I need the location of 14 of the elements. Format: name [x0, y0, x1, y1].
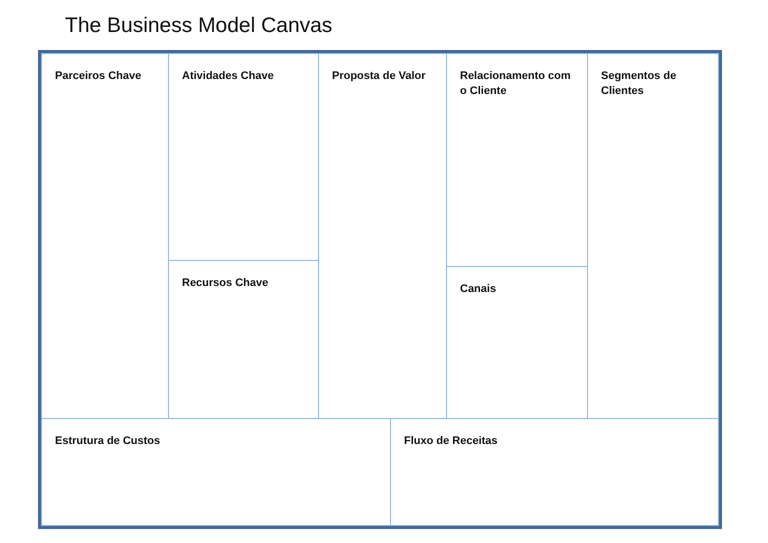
block-heading: Fluxo de Receitas: [404, 434, 499, 449]
block-heading: Atividades Chave: [182, 69, 275, 84]
block-heading: Parceiros Chave: [55, 69, 142, 84]
block-heading: Estrutura de Custos: [55, 434, 162, 449]
canvas-block: [41, 53, 169, 419]
canvas-block: [41, 418, 391, 526]
canvas-block: [390, 418, 719, 526]
block-heading: Relacionamento com o Cliente: [460, 69, 572, 99]
canvas-block: [587, 53, 719, 419]
canvas-title: The Business Model Canvas: [65, 14, 332, 38]
block-heading: Segmentos de Clientes: [601, 69, 678, 99]
block-heading: Proposta de Valor: [332, 69, 427, 84]
block-heading: Recursos Chave: [182, 276, 270, 291]
block-heading: Canais: [460, 282, 498, 297]
